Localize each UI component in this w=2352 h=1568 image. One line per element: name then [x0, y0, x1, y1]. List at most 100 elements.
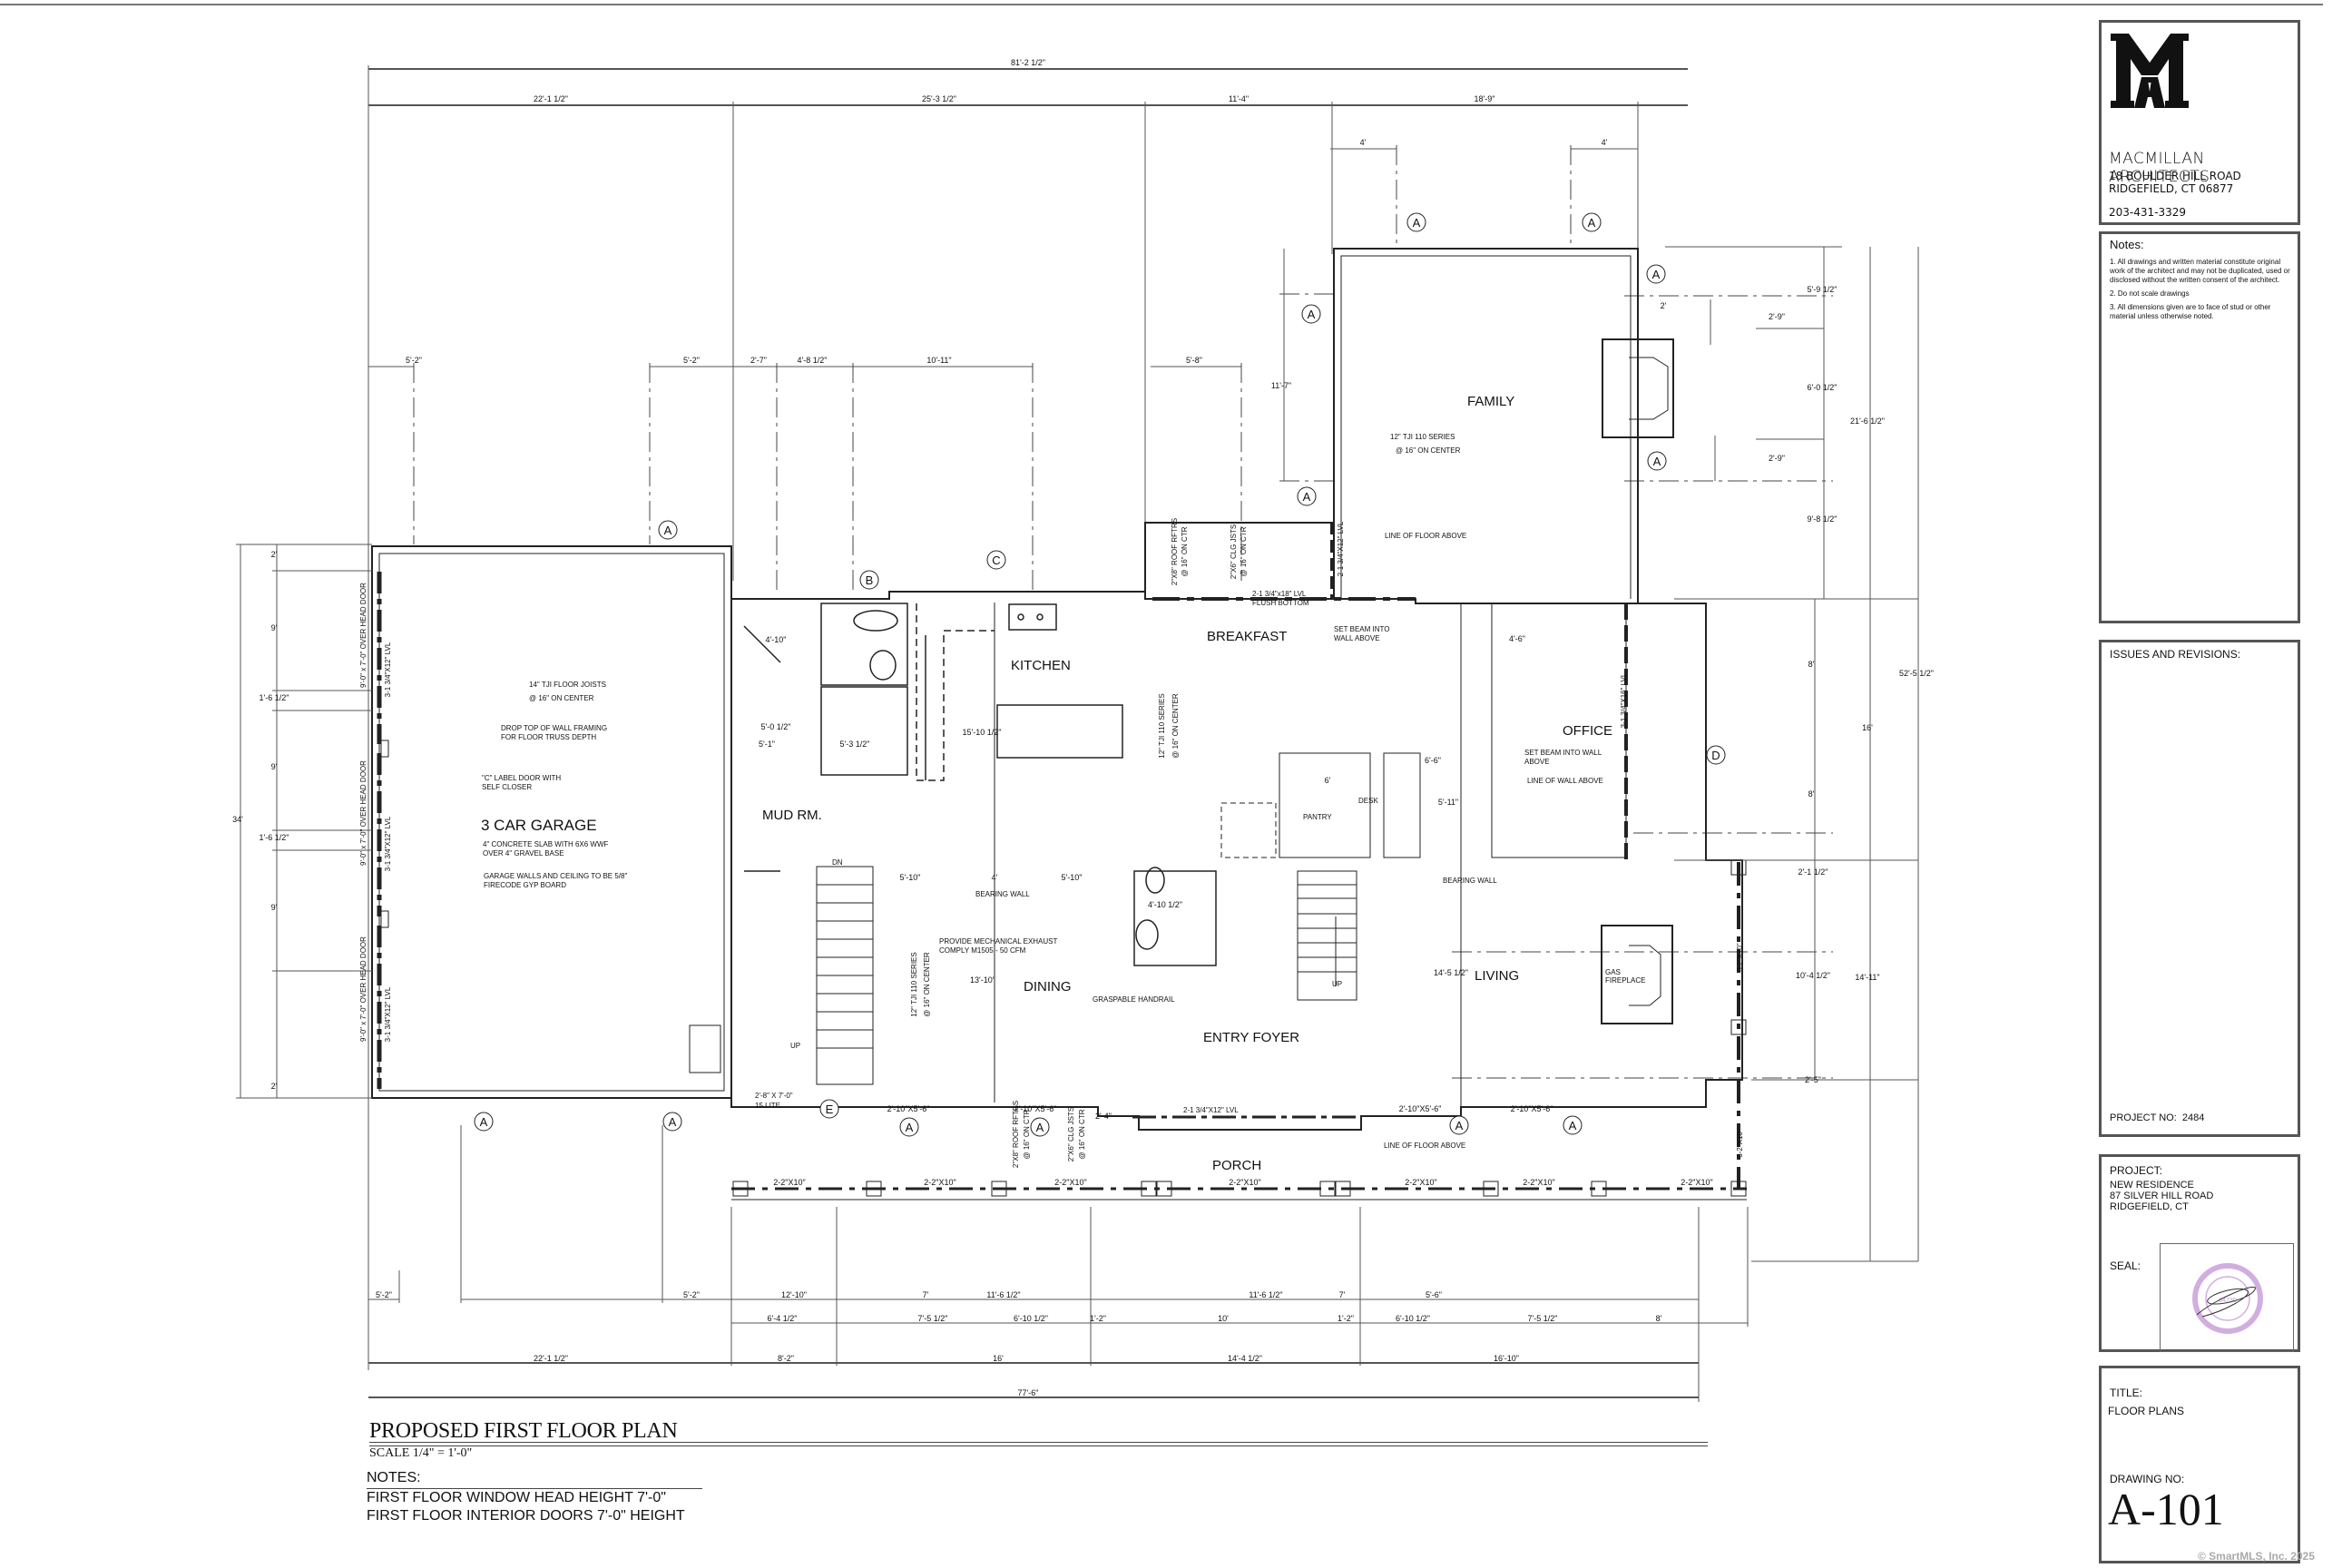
annotation-note: SET BEAM INTO	[1334, 625, 1390, 633]
annotation-note: 14" TJI FLOOR JOISTS	[529, 681, 606, 689]
sheet-border-top	[0, 4, 2323, 5]
dimension-text: 2'-5"	[1805, 1075, 1821, 1084]
extension-lines	[413, 145, 1833, 1079]
note-item: 3. All dimensions given are to face of s…	[2110, 303, 2271, 320]
room-label: BREAKFAST	[1207, 629, 1287, 644]
project-heading: PROJECT:	[2110, 1164, 2163, 1177]
annotation-note: DN	[832, 858, 843, 867]
annotation-note: BEARING WALL	[1443, 877, 1497, 885]
dimension-text: 5'-10"	[1062, 873, 1083, 882]
dimension-text: 6'-0 1/2"	[1808, 383, 1838, 392]
vertical-annotation: @ 16" ON CENTER	[923, 952, 931, 1017]
annotation-note: OVER 4" GRAVEL BASE	[483, 849, 564, 858]
window-tag-circle-icon: A	[1646, 264, 1666, 284]
annotation-note: BEARING WALL	[975, 890, 1030, 898]
dimension-text: 8'	[1656, 1314, 1662, 1323]
firm-phone: 203-431-3329	[2109, 206, 2187, 219]
annotation-note: FIREPLACE	[1605, 976, 1645, 985]
annotation-note: 12" TJI 110 SERIES	[1390, 433, 1455, 441]
dimension-text: 8'	[1808, 789, 1815, 799]
vertical-annotation: 2"X6" CLG JSTS	[1067, 1107, 1075, 1161]
window-tag-letter: A	[664, 524, 672, 537]
annotation-note: LINE OF WALL ABOVE	[1527, 777, 1603, 785]
annotation-note: FIRECODE GYP BOARD	[484, 881, 566, 889]
annotation-note: 2-1 3/4"x18" LVL	[1252, 590, 1307, 598]
annotation-note: WALL ABOVE	[1334, 634, 1380, 642]
dimension-text: 4'-6"	[1509, 634, 1525, 643]
dimension-text: 2-2"X10"	[924, 1178, 956, 1187]
vertical-annotation: 9'-0" x 7'-0" OVER HEAD DOOR	[359, 760, 368, 866]
window-tag-letter: A	[1308, 308, 1316, 321]
seal-stamp-icon: 04730	[2192, 1263, 2263, 1334]
window-tag-letter: A	[1455, 1119, 1464, 1132]
vertical-annotation: 2-1 3/4"X12" LVL	[1337, 521, 1345, 576]
dimension-text: 2'-10"X5'-6"	[1511, 1104, 1553, 1113]
window-tag-circle-icon: A	[1582, 212, 1602, 232]
drawing-number: A-101	[2108, 1484, 2224, 1534]
bottom-dimensions	[368, 1125, 1749, 1402]
dimension-text: 2-2"X10"	[1523, 1178, 1554, 1187]
kitchen	[925, 603, 1123, 780]
dimension-text: 5'-1"	[759, 740, 775, 749]
vertical-annotation: 2"X6" CLG JSTS	[1230, 524, 1238, 579]
window-tag-circle-icon: A	[1647, 451, 1667, 471]
dimension-text: 1'-2"	[1090, 1314, 1106, 1323]
room-label: KITCHEN	[1011, 658, 1071, 673]
ma-monogram-logo-icon	[2111, 34, 2189, 108]
dimension-text: 5'-2"	[406, 356, 422, 365]
window-tag-circle-icon: A	[1030, 1117, 1050, 1137]
issues-heading: ISSUES AND REVISIONS:	[2110, 648, 2241, 661]
dimension-text: 4'	[992, 873, 998, 882]
notes-heading: Notes:	[2110, 238, 2144, 251]
dimension-text: 2'-9"	[1769, 454, 1785, 463]
annotation-note: DROP TOP OF WALL FRAMING	[501, 724, 607, 732]
vertical-annotation: 9'-0" x 7'-0" OVER HEAD DOOR	[359, 583, 368, 688]
dimension-text: 5'-11"	[1438, 798, 1458, 807]
vertical-annotation: @ 16" ON CTR	[1023, 1109, 1031, 1159]
mudroom-bath	[743, 603, 995, 872]
annotation-note: ABOVE	[1524, 758, 1550, 766]
annotation-note: 4" CONCRETE SLAB WITH 6X6 WWF	[483, 840, 609, 848]
firm-logo-panel: MACMILLAN ARCHITECTS 18 BOULDER HILL ROA…	[2099, 20, 2300, 225]
annotation-note: 15 LITE	[755, 1102, 780, 1110]
room-label: 3 CAR GARAGE	[481, 817, 597, 834]
dimension-text: 6'	[1325, 776, 1331, 785]
dimension-text: 10'-11"	[926, 356, 951, 365]
window-tag-circle-icon: A	[1449, 1115, 1469, 1135]
window-tag-letter: C	[992, 554, 1000, 567]
dimension-text: 4'	[1360, 138, 1367, 147]
dimension-text: 11'-4"	[1229, 94, 1249, 103]
plan-note-interior-doors: FIRST FLOOR INTERIOR DOORS 7'-0" HEIGHT	[367, 1508, 685, 1524]
window-tag-letter: A	[1413, 216, 1421, 230]
main-house-walls	[730, 248, 1743, 1131]
plan-notes-underline	[367, 1488, 702, 1489]
dimension-text: 2'-9"	[1769, 312, 1785, 321]
dimension-text: 2'-10"X5'-6"	[887, 1104, 930, 1113]
dimension-labels: 81'-2 1/2"22'-1 1/2"25'-3 1/2"11'-4"18'-…	[232, 58, 1934, 1397]
garage	[371, 545, 732, 1099]
dimension-text: 15'-10 1/2"	[963, 728, 1002, 737]
dimension-text: 6'-6"	[1425, 756, 1441, 765]
window-tag-letter: A	[906, 1121, 914, 1134]
plan-title: PROPOSED FIRST FLOOR PLAN	[369, 1419, 678, 1443]
window-tag-letter: A	[1653, 455, 1661, 468]
dimension-text: 21'-6 1/2"	[1850, 416, 1885, 426]
window-tag-letter: A	[1036, 1121, 1044, 1134]
plan-note-window-head: FIRST FLOOR WINDOW HEAD HEIGHT 7'-0"	[367, 1490, 666, 1505]
plan-title-underline	[369, 1442, 1708, 1446]
dimension-text: 2-2"X10"	[1405, 1178, 1436, 1187]
room-label: ENTRY FOYER	[1203, 1030, 1299, 1045]
vertical-annotation: @ 16" ON CTR	[1078, 1109, 1086, 1159]
dimension-text: 34'	[232, 815, 243, 824]
window-tag-circle-icon: E	[819, 1099, 839, 1119]
window-tag-letter: A	[669, 1115, 677, 1129]
annotation-note: UP	[1332, 980, 1342, 988]
window-tag-circle-icon: A	[474, 1112, 494, 1132]
room-label: LIVING	[1475, 968, 1519, 984]
dimension-text: 8'-2"	[778, 1354, 794, 1363]
firm-address: 18 BOULDER HILL ROAD RIDGEFIELD, CT 0687…	[2109, 170, 2241, 195]
vertical-annotation: 3-1 3/4"X12" LVL	[384, 642, 392, 697]
dimension-text: 9'	[271, 903, 278, 912]
dimension-text: 2'-7"	[750, 356, 767, 365]
